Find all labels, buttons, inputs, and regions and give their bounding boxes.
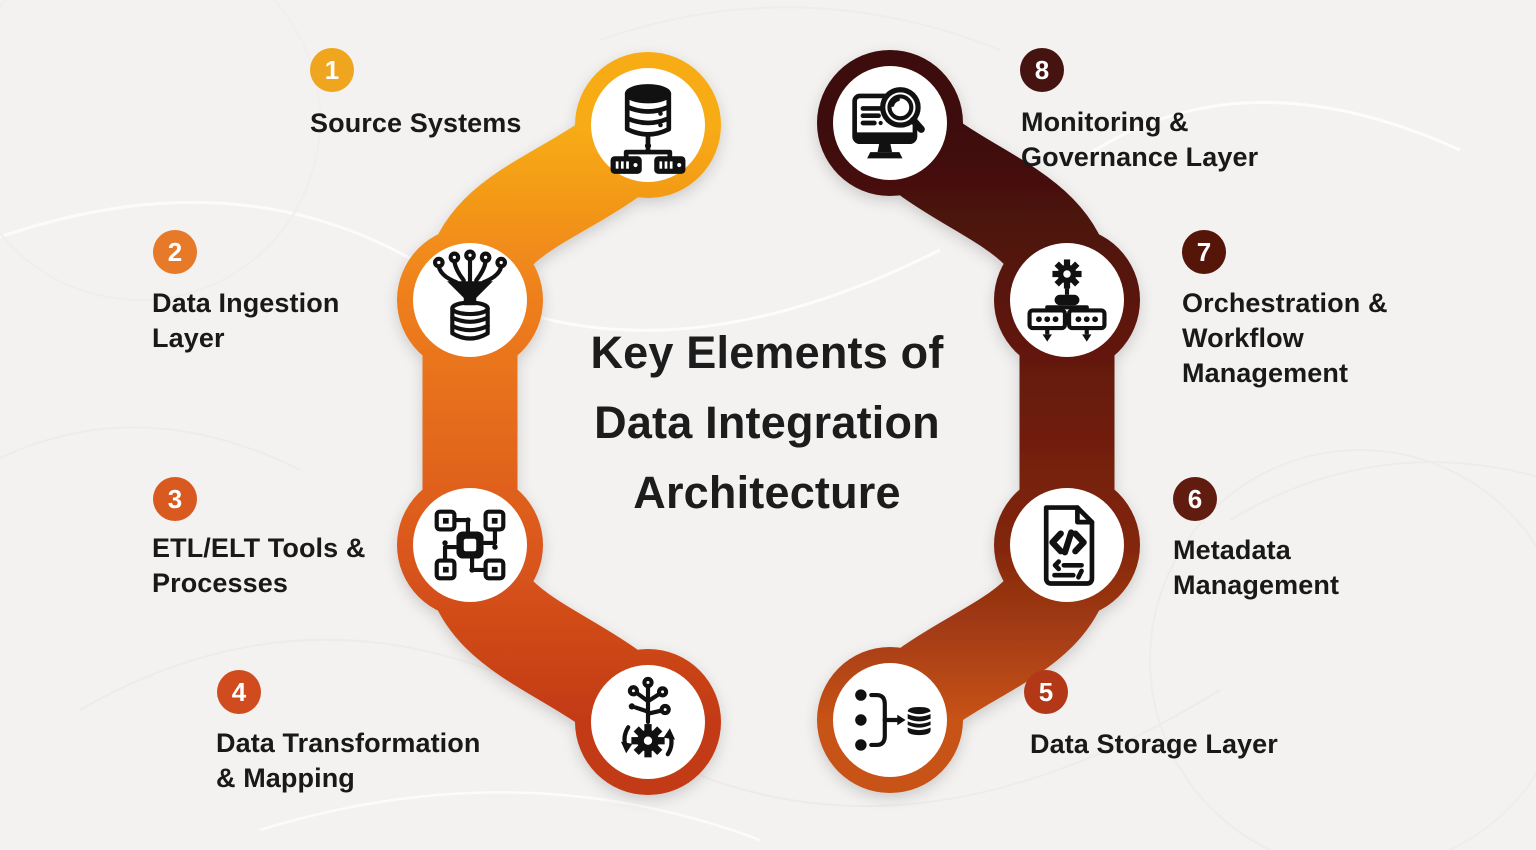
node-8-icon-box: [838, 71, 942, 175]
badge-8-number: 8: [1035, 55, 1049, 85]
chain-right-links: [854, 90, 1115, 753]
gear-sync-branch-icon: [620, 676, 676, 758]
badge-6-circle: [1173, 477, 1217, 521]
node-5-icon-box: [838, 668, 942, 772]
gear-glyph: [1052, 259, 1082, 289]
label-source-systems: Source Systems: [310, 108, 522, 138]
node-3-icon-box: [418, 493, 522, 597]
badge-4-number: 4: [232, 677, 247, 707]
database-network-icon: [610, 84, 686, 174]
data-to-database-icon: [855, 689, 932, 751]
label-orchestration-workflow: Orchestration & Workflow Management: [1182, 288, 1388, 388]
number-badges: 1 2 3 4 5 6 7 8: [153, 48, 1226, 714]
node-2-icon-box: [418, 248, 522, 352]
node-4-icon-box: [596, 670, 700, 774]
code-file-icon: [1043, 505, 1095, 586]
badge-2-number: 2: [168, 237, 182, 267]
label-data-ingestion-layer: Data Ingestion Layer: [152, 288, 340, 353]
badge-7-number: 7: [1197, 237, 1211, 267]
badge-2-circle: [153, 230, 197, 274]
gear-flowchart-icon: [1027, 259, 1107, 342]
label-etl-elt-tools-processes: ETL/ELT Tools & Processes: [152, 533, 366, 598]
funnel-database-icon: [432, 249, 508, 341]
gear-glyph: [631, 724, 665, 758]
badge-6-number: 6: [1188, 484, 1202, 514]
monitor-magnifier-icon: [852, 87, 925, 159]
node-7-icon-box: [1015, 248, 1119, 352]
chip-network-icon: [434, 509, 506, 581]
label-monitoring-governance: Monitoring & Governance Layer: [1021, 107, 1259, 172]
badge-5-number: 5: [1039, 677, 1053, 707]
badge-3-circle: [153, 477, 197, 521]
badge-1-circle: [310, 48, 354, 92]
badge-5-circle: [1024, 670, 1068, 714]
node-1-icon-box: [596, 73, 700, 177]
badge-4-circle: [217, 670, 261, 714]
badge-8-circle: [1020, 48, 1064, 92]
badge-7-circle: [1182, 230, 1226, 274]
badge-3-number: 3: [168, 484, 182, 514]
chain-left-links: [422, 92, 684, 755]
label-data-storage-layer: Data Storage Layer: [1030, 729, 1278, 759]
label-metadata-management: Metadata Management: [1173, 535, 1340, 600]
label-data-transformation-mapping: Data Transformation & Mapping: [216, 728, 481, 793]
page-title: Key Elements of Data Integration Archite…: [590, 327, 944, 518]
badge-1-number: 1: [325, 55, 339, 85]
node-6-icon-box: [1015, 493, 1119, 597]
